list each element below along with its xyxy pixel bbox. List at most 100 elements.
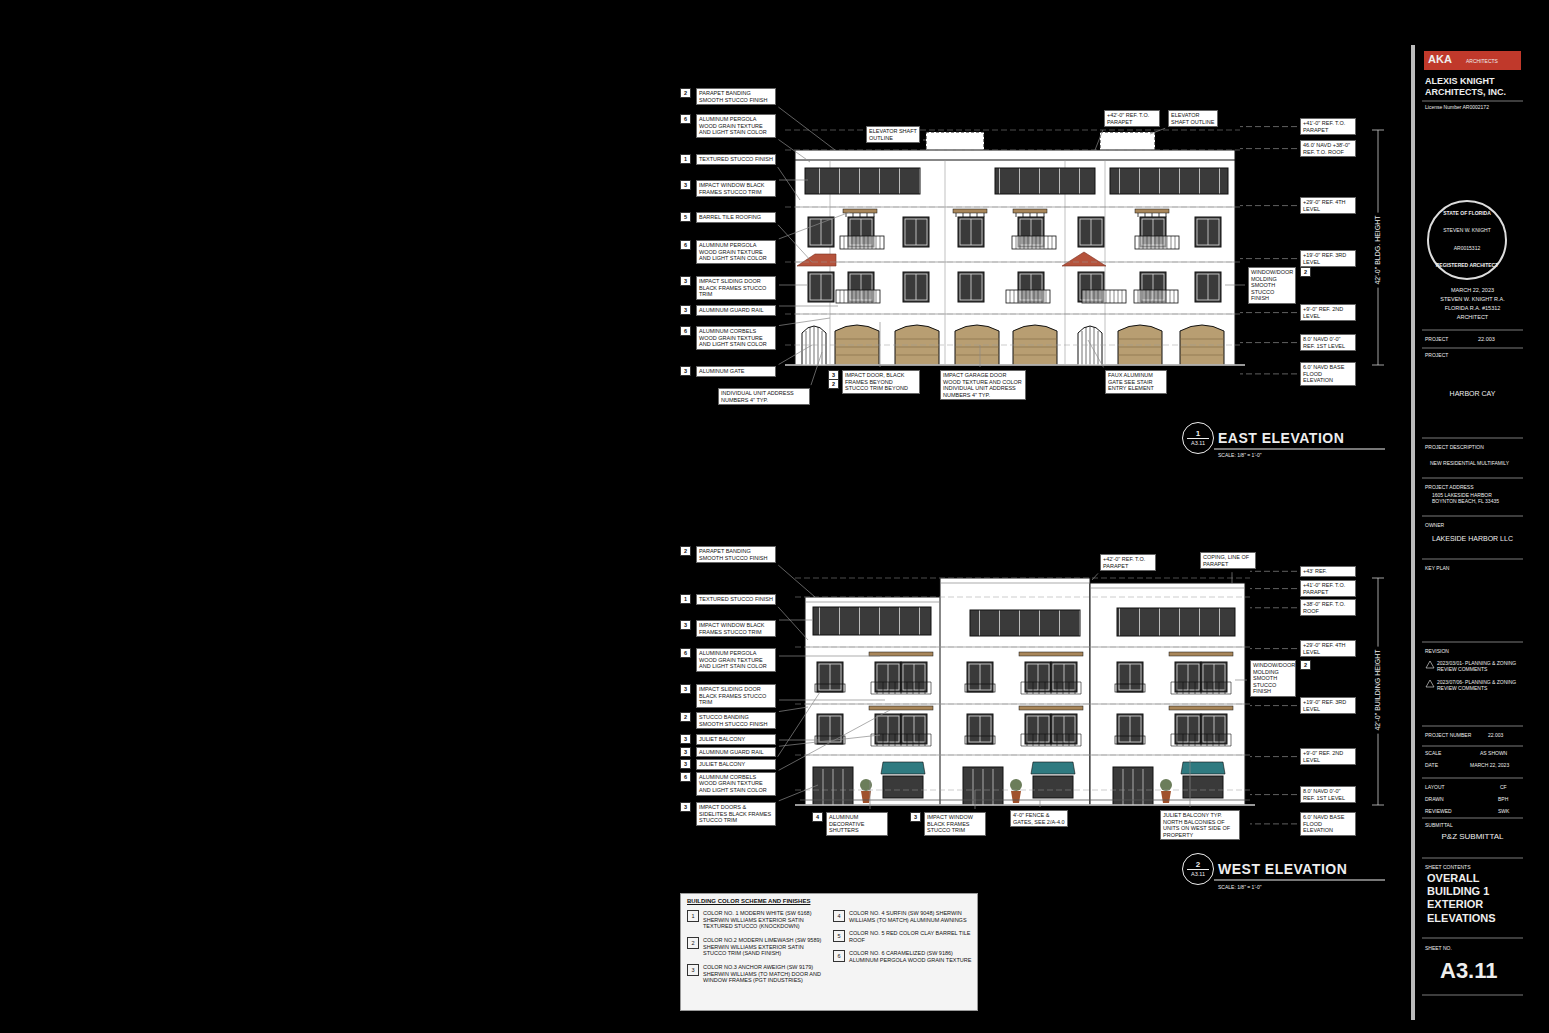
leader-line	[980, 345, 981, 367]
leader-line	[1095, 130, 1103, 150]
callout-number: 3	[680, 180, 691, 190]
title-block-text: OWNER	[1425, 522, 1444, 528]
view-bubble: 2A3.11	[1182, 853, 1214, 885]
title-block-heading: ALEXIS KNIGHT ARCHITECTS, INC.	[1425, 76, 1517, 98]
title-block-text: REVIEWED	[1425, 808, 1452, 814]
callout-label: +41'-0" REF. T.O. PARAPET	[1300, 580, 1356, 597]
title-block-text: AS SHOWN	[1480, 750, 1507, 756]
callout-label: +19'-0" REF. 3RD LEVEL	[1300, 250, 1356, 267]
callout-label: ALUMINUM GATE	[696, 366, 776, 377]
callout-label: 4'-0" FENCE & GATES, SEE 2/A-4.0	[1010, 810, 1068, 827]
callout-number: 6	[680, 772, 691, 782]
callout-label: JULIET BALCONY	[696, 734, 776, 745]
callout-label: +38'-0" REF. T.O. ROOF	[1300, 599, 1356, 616]
leader-line	[778, 607, 808, 640]
callout-number: 4	[812, 812, 823, 822]
callout-label: WINDOW/DOOR MOLDING SMOOTH STUCCO FINISH	[1248, 267, 1296, 304]
callout-label: INDIVIDUAL UNIT ADDRESS NUMBERS 4" TYP.	[718, 388, 810, 405]
callout-label: 8.0' NAVD 0'-0" REF. 1ST LEVEL	[1300, 334, 1356, 351]
callout-label: IMPACT WINDOW BLACK FRAMES STUCCO TRIM	[924, 812, 986, 836]
callout-label: ALUMINUM CORBELS WOOD GRAIN TEXTURE AND …	[696, 326, 776, 350]
leader-line	[778, 565, 815, 597]
callout-number: 3	[680, 276, 691, 286]
leader-line	[1235, 680, 1247, 681]
leader-line	[779, 212, 850, 239]
leader-line	[1240, 312, 1297, 313]
node-text: REGISTERED ARCHITECT	[1436, 263, 1499, 269]
title-block-text: PROJECT NUMBER	[1425, 732, 1471, 738]
leader-line	[778, 692, 820, 757]
leader-line	[1092, 573, 1098, 580]
callout-label: ALUMINUM CORBELS WOOD GRAIN TEXTURE AND …	[696, 772, 776, 796]
callout-number: 6	[680, 648, 691, 658]
title-block-text: MARCH 22, 2023	[1470, 762, 1509, 768]
leader-line	[1240, 258, 1297, 259]
leader-line	[778, 140, 810, 162]
node-text: A3.11	[1187, 438, 1209, 446]
callout-label: +43' REF.	[1300, 566, 1356, 577]
title-block-text: DATE	[1425, 762, 1438, 768]
leader-line	[1240, 126, 1297, 127]
leader-line	[1088, 340, 1104, 367]
title-block-text: 22.003	[1478, 336, 1495, 343]
leader-line	[779, 180, 808, 181]
leader-line	[779, 306, 838, 307]
leader-line	[1040, 800, 1041, 807]
title-block-text: HARBOR CAY	[1425, 390, 1520, 398]
title-block-text: KEY PLAN	[1425, 565, 1449, 571]
node-text: STEVEN W. KNIGHT	[1443, 228, 1491, 234]
leader-line	[779, 656, 880, 657]
view-title: EAST ELEVATION	[1218, 430, 1344, 447]
callout-label: IMPACT SLIDING DOOR BLACK FRAMES STUCCO …	[696, 276, 776, 300]
color-number: 4	[833, 910, 845, 922]
leader-line	[779, 735, 880, 746]
callout-number: 3	[910, 812, 921, 822]
title-block-text: REVISION	[1425, 648, 1449, 654]
callout-label: +42'-0" REF. T.O. PARAPET	[1100, 554, 1156, 571]
callout-label: ALUMINUM GUARD RAIL	[696, 305, 776, 316]
callout-number: 2	[1300, 660, 1311, 670]
leader-line	[923, 140, 926, 141]
callout-label: +41'-0" REF. T.O. PARAPET	[1300, 118, 1356, 135]
callout-number: 3	[680, 620, 691, 630]
callout-number: 5	[680, 212, 691, 222]
leader-line	[779, 785, 818, 801]
callout-number: 6	[680, 240, 691, 250]
leader-line	[1250, 705, 1297, 706]
callout-label: 6.0' NAVD BASE FLOOD ELEVATION	[1300, 362, 1356, 386]
color-schedule-row: 5COLOR NO. 5 RED COLOR CLAY BARREL TILE …	[833, 930, 973, 943]
leader-line	[778, 225, 812, 262]
callout-label: FAUX ALUMINUM GATE SEE STAIR ENTRY ELEME…	[1105, 370, 1167, 394]
leader-line	[1250, 823, 1297, 824]
callout-label: ELEVATOR SHAFT OUTLINE	[1168, 110, 1218, 127]
callout-label: +29'-0" REF. 4TH LEVEL	[1300, 197, 1356, 214]
callout-label: ELEVATOR SHAFT OUTLINE	[866, 126, 920, 143]
leader-line	[1240, 205, 1297, 206]
callout-label: JULIET BALCONY TYP. NORTH BALCONIES OF U…	[1160, 810, 1240, 840]
callout-number: 6	[680, 114, 691, 124]
color-schedule-row: 2 COLOR NO.2 MODERN LIMEWASH (SW 9589) SH…	[687, 937, 827, 957]
leader-line	[779, 707, 808, 712]
title-block-text: PROJECT ADDRESS	[1425, 484, 1474, 490]
leader-line	[1250, 756, 1297, 757]
color-number: 2	[687, 937, 699, 949]
node-text: A3.11	[1187, 869, 1209, 877]
color-schedule-row: 3COLOR NO.3 ANCHOR AWEIGH (SW 9179) SHER…	[687, 964, 827, 984]
callout-label: ALUMINUM DECORATIVE SHUTTERS	[826, 812, 888, 836]
architect-seal: STATE OF FLORIDASTEVEN W. KNIGHTAR001531…	[1427, 200, 1507, 280]
callout-label: IMPACT WINDOW BLACK FRAMES STUCCO TRIM	[696, 620, 776, 637]
callout-label: ALUMINUM PERGOLA WOOD GRAIN TEXTURE AND …	[696, 648, 776, 672]
callout-label: IMPACT WINDOW BLACK FRAMES STUCCO TRIM	[696, 180, 776, 197]
callout-label: TEXTURED STUCCO FINISH	[696, 154, 776, 165]
leader-line	[1240, 373, 1297, 374]
callout-label: IMPACT DOOR, BLACK FRAMES BEYOND STUCCO …	[842, 370, 920, 394]
node-text: COLOR NO.2 MODERN LIMEWASH (SW 9589) SHE…	[703, 937, 827, 957]
node-text: STATE OF FLORIDA	[1443, 211, 1491, 217]
title-block-text: SHEET CONTENTS	[1425, 864, 1470, 870]
color-schedule-table: BUILDING COLOR SCHEME AND FINISHES1COLOR…	[680, 893, 978, 1011]
title-block-text: 22.003	[1488, 732, 1503, 738]
leader-line	[1250, 588, 1297, 589]
title-block-text: DRAWN	[1425, 796, 1444, 802]
node-text: COLOR NO. 6 CARAMELIZED (SW 9186) ALUMIN…	[849, 950, 973, 963]
callout-number: 3	[680, 305, 691, 315]
